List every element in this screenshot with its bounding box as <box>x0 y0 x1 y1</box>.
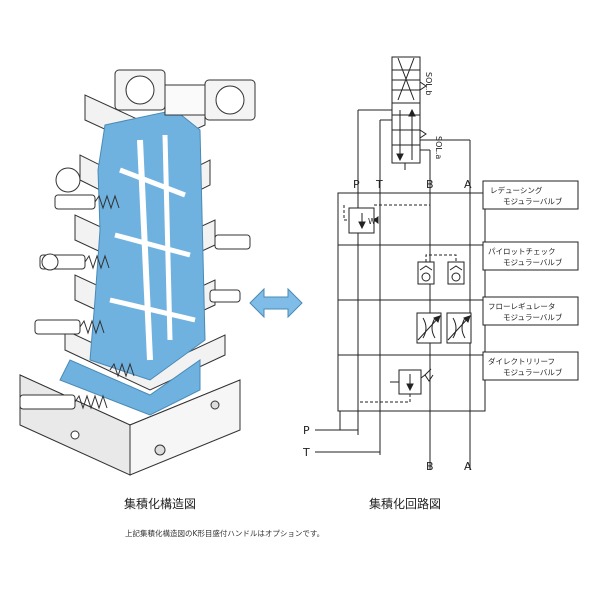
port-label-b-top: B <box>426 178 434 191</box>
module-name-flow-1: フローレギュレータ <box>488 302 555 311</box>
w-label: W <box>368 217 376 226</box>
caption-circuit: 集積化回路図 <box>368 497 441 511</box>
module-name-reducing-2: モジュラーバルブ <box>503 196 563 206</box>
structure-illustration <box>19 69 256 476</box>
relief-valve-symbol <box>358 368 434 403</box>
port-label-a-bottom: A <box>464 460 472 473</box>
circuit-diagram <box>315 56 579 470</box>
sol-b-label: SOL.b <box>424 72 433 95</box>
port-label-t-left: T <box>302 446 310 459</box>
module-name-pilot-2: モジュラーバルブ <box>503 257 563 267</box>
module-name-pilot-1: パイロットチェック <box>488 247 556 256</box>
solenoid-valve <box>391 56 427 164</box>
caption-structure: 集積化構造図 <box>123 497 196 511</box>
footnote: 上記集積化構造図のK形目盛付ハンドルはオプションです。 <box>125 529 325 538</box>
sol-a-label: SOL.a <box>434 136 443 159</box>
pilot-check-valve-symbol <box>417 254 465 285</box>
module-name-flow-2: モジュラーバルブ <box>503 312 563 322</box>
flow-regulator-symbol <box>416 312 472 344</box>
port-label-a-top: A <box>464 178 472 191</box>
module-name-reducing-1: レデューシング <box>490 185 543 195</box>
module-name-relief-1: ダイレクトリリーフ <box>488 356 555 366</box>
port-label-b-bottom: B <box>426 460 434 473</box>
module-name-relief-2: モジュラーバルブ <box>503 367 563 377</box>
port-label-p-left: P <box>303 424 310 437</box>
double-headed-arrow-icon <box>249 287 303 319</box>
port-label-p-top: P <box>353 178 360 191</box>
module-label-frames <box>482 180 579 381</box>
reducing-valve-symbol <box>343 204 430 234</box>
port-label-t-top: T <box>375 178 383 191</box>
